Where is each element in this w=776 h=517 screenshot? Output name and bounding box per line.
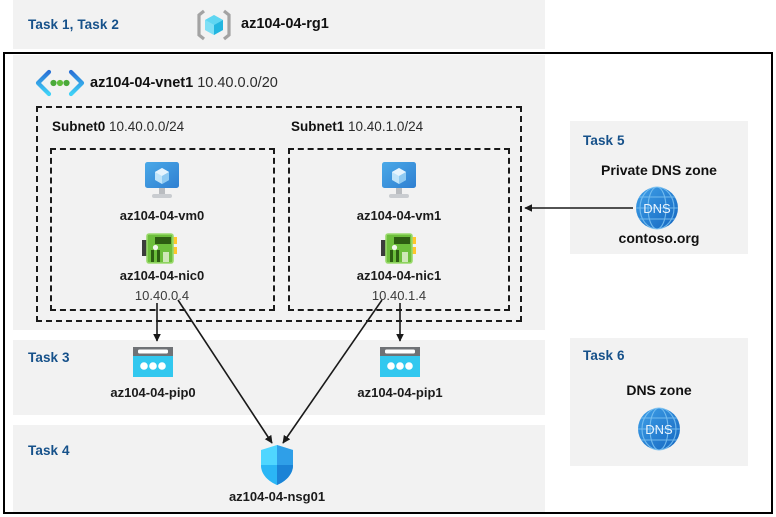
virtual-machine-icon <box>375 160 423 204</box>
subnets-container <box>36 106 522 322</box>
task-label-5: Task 5 <box>583 133 625 148</box>
public-ip-address-icon <box>378 345 422 381</box>
subnet1-name: Subnet1 <box>291 119 345 134</box>
pip1-name: az104-04-pip1 <box>357 385 443 400</box>
vnet-panel <box>13 55 545 330</box>
virtual-network-brackets-icon <box>35 69 85 97</box>
subnet1-box <box>288 148 510 311</box>
vnet-title: az104-04-vnet1 10.40.0.0/20 <box>90 75 278 91</box>
network-interface-card-icon <box>142 232 178 266</box>
dns-zone-globe-icon: DNS <box>635 405 683 453</box>
pip0-name: az104-04-pip0 <box>110 385 196 400</box>
nic0-ip: 10.40.0.4 <box>134 288 190 303</box>
dns-icon-text: DNS <box>645 422 673 437</box>
subnet0-box <box>50 148 275 311</box>
dns-zone-globe-icon: DNS <box>633 184 681 232</box>
vm0-name: az104-04-vm0 <box>119 208 205 223</box>
private-dns-zone-name: contoso.org <box>618 230 700 246</box>
task-label-6: Task 6 <box>583 348 625 363</box>
task-label-1-2: Task 1, Task 2 <box>28 17 119 32</box>
virtual-machine-icon <box>138 160 186 204</box>
subnet1-prefix: 10.40.1.0/24 <box>348 119 424 134</box>
resource-group-name: az104-04-rg1 <box>241 16 329 32</box>
resource-group-cube-icon <box>196 7 232 43</box>
task3-panel <box>13 340 545 415</box>
public-ip-address-icon <box>131 345 175 381</box>
nic0-name: az104-04-nic0 <box>119 268 205 283</box>
resource-group-panel <box>13 0 545 49</box>
nic1-name: az104-04-nic1 <box>356 268 442 283</box>
vnet-address-space: 10.40.0.0/20 <box>197 75 278 91</box>
network-interface-card-icon <box>381 232 417 266</box>
vm1-name: az104-04-vm1 <box>356 208 442 223</box>
dns-icon-text: DNS <box>643 201 671 216</box>
subnet0-prefix: 10.40.0.0/24 <box>109 119 185 134</box>
subnet0-name: Subnet0 <box>52 119 106 134</box>
task-label-4: Task 4 <box>28 443 70 458</box>
nic1-ip: 10.40.1.4 <box>371 288 427 303</box>
task-label-3: Task 3 <box>28 350 70 365</box>
vnet-name: az104-04-vnet1 <box>90 75 194 91</box>
subnet0-title: Subnet0 10.40.0.0/24 <box>52 119 184 134</box>
nsg-name: az104-04-nsg01 <box>228 489 326 504</box>
dns-zone-heading: DNS zone <box>626 382 692 398</box>
private-dns-zone-heading: Private DNS zone <box>601 162 717 178</box>
network-security-group-shield-icon <box>258 443 296 487</box>
subnet1-title: Subnet1 10.40.1.0/24 <box>291 119 423 134</box>
